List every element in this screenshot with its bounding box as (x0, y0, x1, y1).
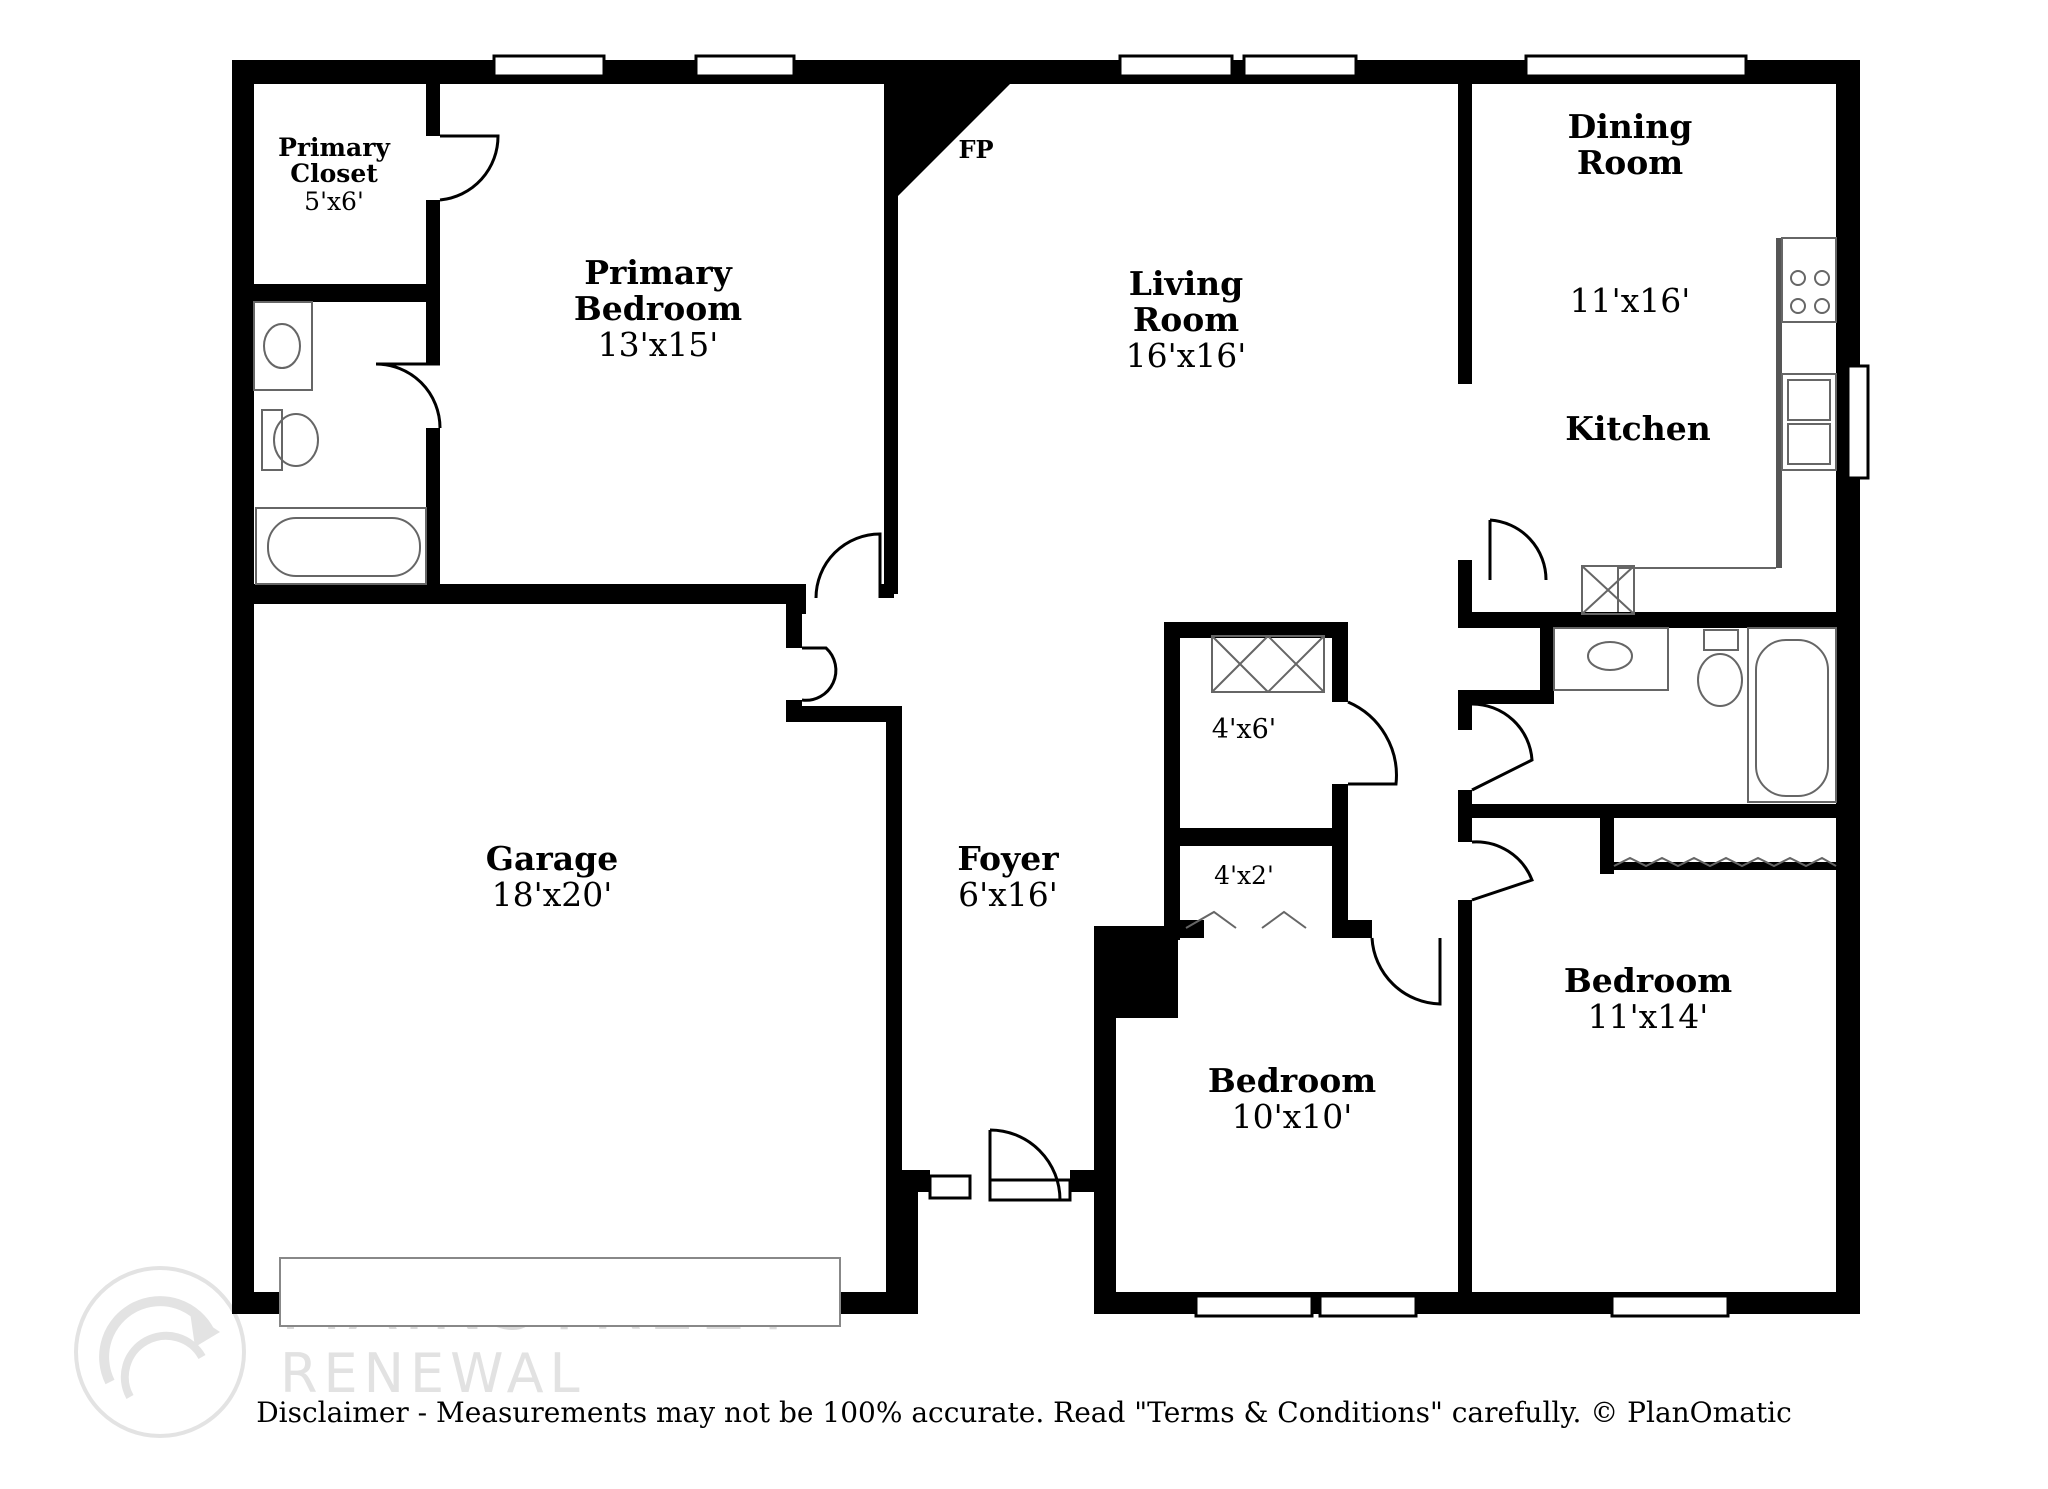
bedroom-3-label: Bedroom (1564, 961, 1732, 1000)
mainstreet-logo-icon (74, 1266, 246, 1438)
dining-room-label-1: Dining (1568, 107, 1693, 146)
doors (375, 134, 1548, 1201)
closet-a-size: 4'x6' (1212, 714, 1276, 745)
dining-room-size: 11'x16' (1570, 281, 1691, 320)
dining-room-label-2: Room (1577, 143, 1683, 182)
garage-size: 18'x20' (492, 875, 613, 914)
primary-bedroom-label-2: Bedroom (574, 289, 742, 328)
primary-closet-size: 5'x6' (304, 187, 364, 216)
watermark-line2: RENEWAL (280, 1342, 586, 1405)
primary-bedroom-label-1: Primary (584, 253, 732, 292)
living-room-label-2: Room (1133, 300, 1239, 339)
closet-b-size: 4'x2' (1214, 861, 1274, 890)
primary-closet-label-1: Primary (278, 133, 391, 162)
windows (279, 54, 1870, 1327)
bedroom-2-size: 10'x10' (1232, 1097, 1353, 1136)
primary-bedroom-size: 13'x15' (598, 325, 719, 364)
walls (232, 60, 1860, 1314)
room-labels: Primary Closet 5'x6' Primary Bedroom 13'… (278, 107, 1732, 1136)
primary-closet-label-2: Closet (290, 159, 378, 188)
bedroom-3-size: 11'x14' (1588, 997, 1709, 1036)
fireplace-label: FP (958, 135, 993, 164)
fixtures (253, 237, 1837, 929)
foyer-size: 6'x16' (958, 875, 1058, 914)
kitchen-label: Kitchen (1565, 409, 1711, 448)
foyer-label: Foyer (957, 839, 1059, 878)
bedroom-2-label: Bedroom (1208, 1061, 1376, 1100)
garage-label: Garage (486, 839, 618, 878)
living-room-size: 16'x16' (1126, 336, 1247, 375)
disclaimer-text: Disclaimer - Measurements may not be 100… (256, 1396, 1792, 1429)
living-room-label-1: Living (1129, 264, 1244, 303)
